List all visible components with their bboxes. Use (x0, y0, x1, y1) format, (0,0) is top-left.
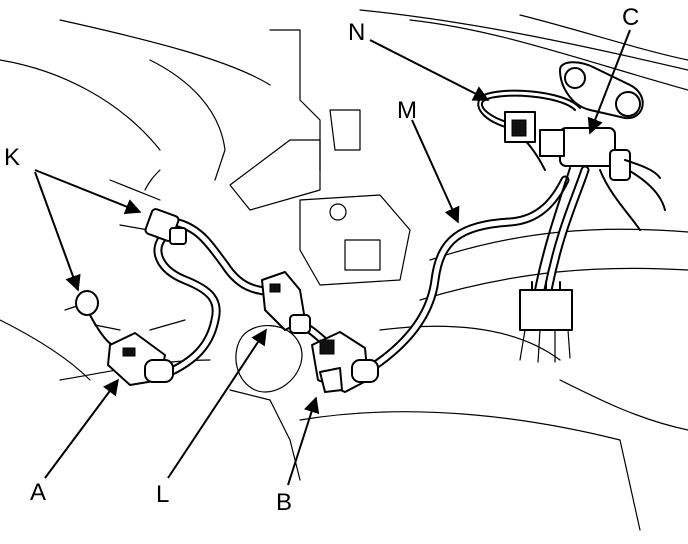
label-c: C (622, 4, 639, 31)
solenoid-valve-c (504, 61, 661, 181)
label-l: L (156, 481, 169, 508)
label-m: M (397, 97, 417, 124)
label-b: B (276, 489, 292, 516)
connector-k-lower (75, 290, 113, 346)
connector-k-upper (144, 208, 187, 245)
label-k: K (4, 144, 20, 171)
callout-leaders (34, 29, 631, 486)
label-n: N (348, 19, 365, 46)
valve-b (311, 331, 379, 393)
valve-a (107, 332, 174, 386)
hose-routing (153, 89, 666, 377)
label-a: A (30, 479, 46, 506)
valve-l (261, 271, 311, 334)
connector-block (519, 281, 573, 363)
